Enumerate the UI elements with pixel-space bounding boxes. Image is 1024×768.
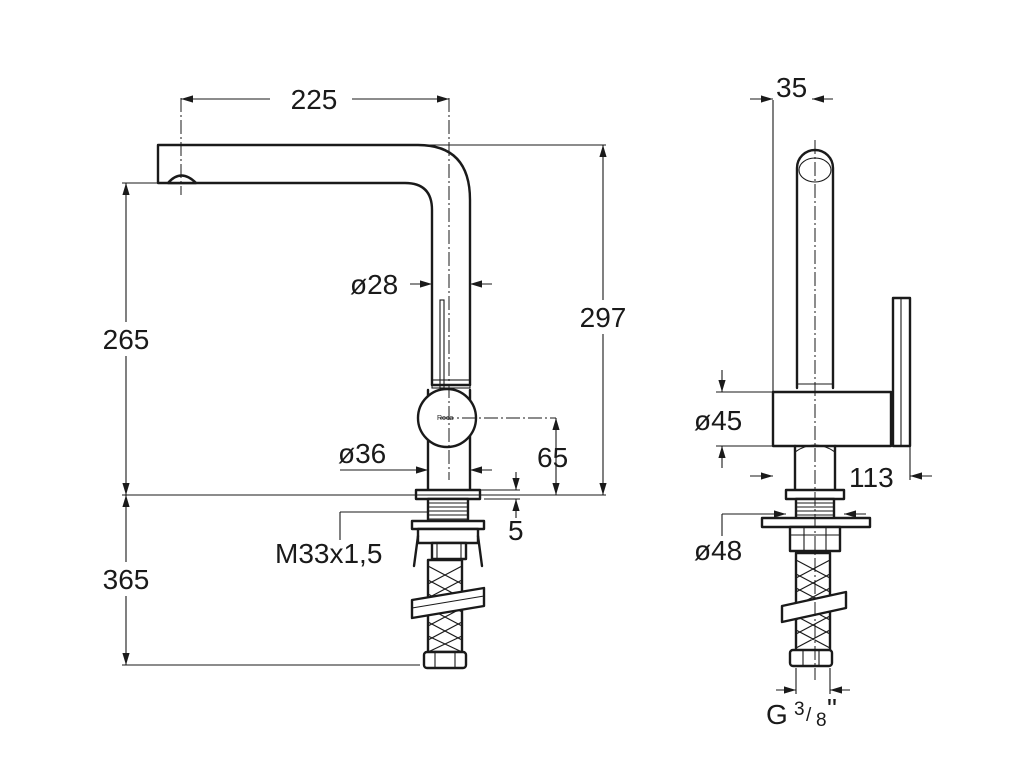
dim-body-diameter: ø28 — [350, 269, 492, 300]
dim-spout-height: 265 — [96, 182, 168, 495]
dim-connection-unit: " — [827, 693, 837, 724]
dim-base-diameter-label: ø36 — [338, 438, 386, 469]
body-collar — [431, 379, 471, 389]
dim-side-body-diameter-label: ø45 — [694, 405, 742, 436]
dim-side-width-label: 35 — [776, 72, 807, 103]
front-view: Roca 225 — [96, 82, 634, 670]
lever-slot — [439, 299, 445, 389]
dim-side-width: 35 — [750, 72, 833, 392]
dim-thread: M33x1,5 — [275, 511, 428, 569]
side-fixing-plate — [760, 516, 872, 529]
dim-spout-reach: 225 — [181, 82, 449, 116]
dim-gasket-label: 5 — [508, 515, 524, 546]
dim-side-base-diameter-label: ø48 — [694, 535, 742, 566]
side-flex-hoses — [780, 551, 848, 668]
dim-lever-length-label: 113 — [849, 462, 894, 493]
dim-lever-height-label: 65 — [537, 442, 568, 473]
dim-total-height-label: 297 — [580, 302, 627, 333]
dim-lever-height: 65 — [537, 418, 568, 495]
spout-outline — [156, 143, 472, 387]
dim-spout-height-label: 265 — [103, 324, 150, 355]
dim-base-diameter: ø36 — [338, 438, 492, 474]
side-body — [771, 390, 893, 448]
dim-thread-label: M33x1,5 — [275, 538, 382, 569]
aerator-icon — [166, 174, 198, 185]
side-view: 35 ø45 113 ø48 — [694, 72, 932, 731]
dim-connection: G 3 / 8 " — [766, 668, 850, 731]
dim-hose-length: 365 — [96, 495, 420, 666]
dim-connection-label: G — [766, 699, 788, 730]
clamp-nut — [416, 527, 480, 545]
dim-connection-denominator: 8 — [816, 710, 827, 731]
dim-hose-length-label: 365 — [103, 564, 150, 595]
dim-total-height: 297 — [420, 144, 634, 495]
front-flex-hoses — [410, 558, 486, 670]
dim-lever-length: 113 — [750, 446, 932, 493]
dim-side-body-diameter: ø45 — [694, 370, 773, 468]
fraction-slash: / — [806, 705, 812, 726]
threaded-shank — [426, 497, 470, 523]
dim-spout-reach-label: 225 — [291, 84, 338, 115]
dim-body-diameter-label: ø28 — [350, 269, 398, 300]
dim-side-base-diameter: ø48 — [694, 510, 866, 566]
dim-gasket: 5 — [480, 472, 524, 546]
side-neck — [793, 444, 837, 492]
dim-connection-numerator: 3 — [794, 699, 805, 720]
